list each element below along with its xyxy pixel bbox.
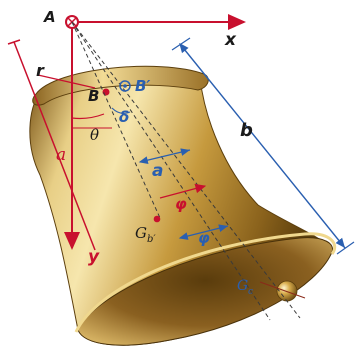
point-B: [102, 88, 110, 96]
label-phi-upper: φ: [175, 195, 187, 213]
labels: A x y r a θ B B′ δ a φ φ b G b′ G c: [36, 8, 253, 297]
label-phi-lower: φ: [198, 229, 210, 247]
label-y-axis: y: [88, 247, 100, 267]
label-B-prime: B′: [135, 77, 150, 95]
a-dimension: [138, 148, 191, 164]
b-dimension: [171, 37, 355, 255]
label-a-mid: a: [152, 161, 163, 181]
label-r: r: [36, 61, 45, 80]
center-lines: [71, 21, 301, 321]
label-b: b: [240, 120, 253, 141]
label-Gc-sub: c: [248, 287, 253, 297]
point-B-prime: [119, 80, 131, 92]
label-Gb-sub: b′: [147, 234, 156, 245]
label-Gc-main: G: [237, 278, 248, 294]
label-Gb-main: G: [135, 224, 147, 242]
label-delta: δ: [119, 108, 129, 126]
label-origin: A: [43, 8, 56, 26]
label-x-axis: x: [224, 30, 237, 50]
label-a-left: a: [56, 145, 66, 165]
delta-arc: [111, 107, 131, 114]
label-theta: θ: [90, 126, 99, 144]
point-Gb: [153, 215, 161, 223]
theta-arc: [71, 113, 105, 120]
clapper-ball: [276, 280, 298, 302]
phi-dimensions: [159, 183, 229, 240]
r-dimension: [13, 41, 96, 251]
label-B: B: [88, 87, 99, 105]
